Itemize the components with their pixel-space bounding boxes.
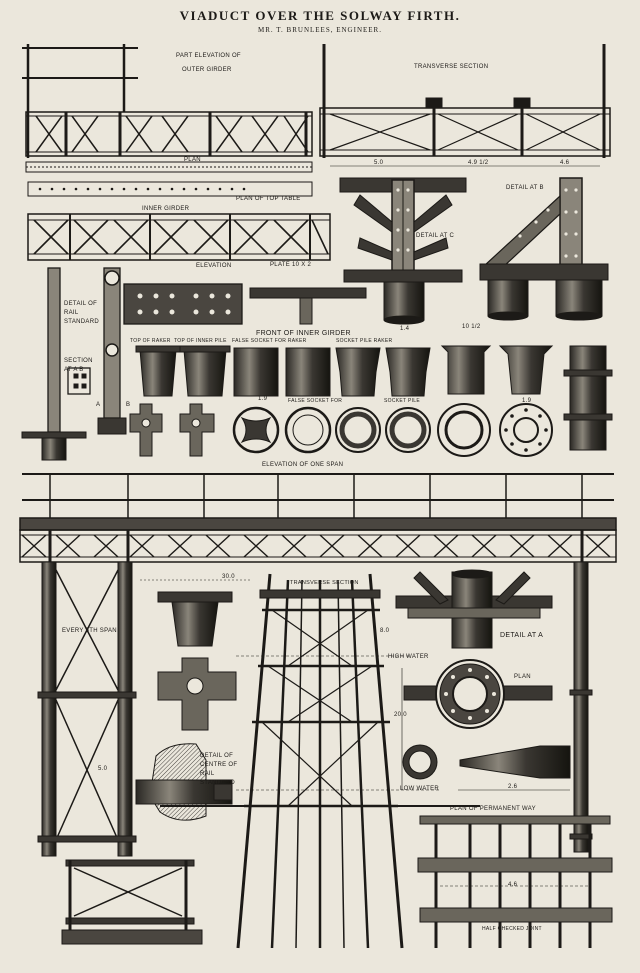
label-socket-pile: SOCKET PILE [384, 398, 420, 404]
rivet-plate [123, 283, 243, 325]
rail-standard-detail [21, 267, 127, 461]
lower-socket-detail [157, 591, 237, 731]
label-detail-at-a: DETAIL AT A [500, 632, 544, 639]
bottom-frame [61, 859, 203, 945]
label-top-of-inner-pile: TOP OF INNER PILE [174, 338, 227, 344]
detail-at-c [339, 177, 467, 325]
page-subtitle: MR. T. BRUNLEES, ENGINEER. [258, 26, 382, 34]
label-front-of-inner-girder: FRONT OF INNER GIRDER [256, 330, 351, 337]
label-plan-of-top-table: PLAN OF TOP TABLE [236, 196, 301, 202]
dim-letter-a: A [96, 402, 101, 408]
dim-1-4: 1.4 [400, 326, 410, 332]
permanent-way-plan [417, 815, 613, 948]
label-every-5th-span: EVERY 5th SPAN [62, 628, 117, 634]
dim-1-9-a: 1.9 [258, 396, 268, 402]
sockets-row [135, 345, 613, 451]
right-pile [569, 561, 593, 853]
inner-girder-elevation [27, 213, 331, 261]
label-plan-top: PLAN [184, 157, 201, 163]
centre-rail-standard-detail [135, 743, 233, 821]
label-plan-main: PLAN [514, 674, 531, 680]
transverse-section-top [319, 44, 611, 167]
label-detail-of-centre: DETAIL OF CENTRE OF RAIL STANDARD [200, 753, 238, 786]
label-detail-of-rail-standard: DETAIL OF RAIL STANDARD [64, 301, 99, 325]
label-false-socket-for-raker: FALSE SOCKET FOR RAKER [232, 338, 307, 344]
label-socket-pile-raker: SOCKET PILE RAKER [336, 338, 393, 344]
label-low-water: LOW WATER [400, 786, 440, 792]
pile-plan-ring [403, 659, 553, 729]
dim-2-6: 2.6 [508, 784, 518, 790]
label-detail-at-b: DETAIL AT B [506, 185, 544, 191]
label-half-checked-joint: HALF CHECKED JOINT [482, 926, 542, 932]
label-section-at-ab: SECTION AT A B [64, 358, 93, 373]
dim-4-6-plan: 4.6 [508, 882, 518, 888]
detail-at-b [479, 177, 609, 321]
label-outer-girder: OUTER GIRDER [182, 67, 232, 73]
label-false-socket-for: FALSE SOCKET FOR [288, 398, 343, 404]
span-elevation [19, 473, 617, 563]
label-detail-at-c: DETAIL AT C [416, 233, 455, 239]
cross-plates [129, 403, 215, 457]
dim-letter-b: B [126, 402, 131, 408]
dim-5-0-side: 5.0 [98, 766, 108, 772]
label-transverse-section-main: TRANSVERSE SECTION [290, 580, 359, 586]
dim-4-9: 4.9 1/2 [468, 160, 489, 166]
outer-girder-elevation [22, 44, 313, 197]
screw-pile-parts [402, 744, 571, 791]
dim-4-6: 4.6 [560, 160, 570, 166]
label-part-elevation: PART ELEVATION OF [176, 53, 241, 59]
label-top-of-raker: TOP OF RAKER [130, 338, 171, 344]
label-plan-of-permanent-way: PLAN OF PERMANENT WAY [450, 806, 536, 812]
label-inner-girder: INNER GIRDER [142, 206, 190, 212]
label-transverse-section-top: TRANSVERSE SECTION [414, 64, 489, 70]
rings-row [232, 403, 553, 457]
label-high-water: HIGH WATER [388, 654, 429, 660]
dim-5-0-top: 5.0 [374, 160, 384, 166]
detail-at-a [395, 569, 553, 649]
dim-30-0: 30.0 [222, 574, 235, 580]
page-title: VIADUCT OVER THE SOLWAY FIRTH. [179, 8, 461, 23]
label-plate: PLATE 10 x 2 [270, 262, 312, 268]
left-pier [37, 561, 137, 857]
label-elevation-of-one-span: ELEVATION OF ONE SPAN [262, 462, 344, 468]
transverse-section-tower [140, 573, 480, 949]
front-inner-girder-piece [249, 287, 367, 325]
label-elevation: ELEVATION [196, 263, 232, 269]
dim-1-9-b: 1.9 [522, 398, 532, 404]
dim-20-0: 20.0 [394, 712, 407, 718]
dim-8-0: 8.0 [380, 628, 390, 634]
dim-10: 10 1/2 [462, 324, 481, 330]
